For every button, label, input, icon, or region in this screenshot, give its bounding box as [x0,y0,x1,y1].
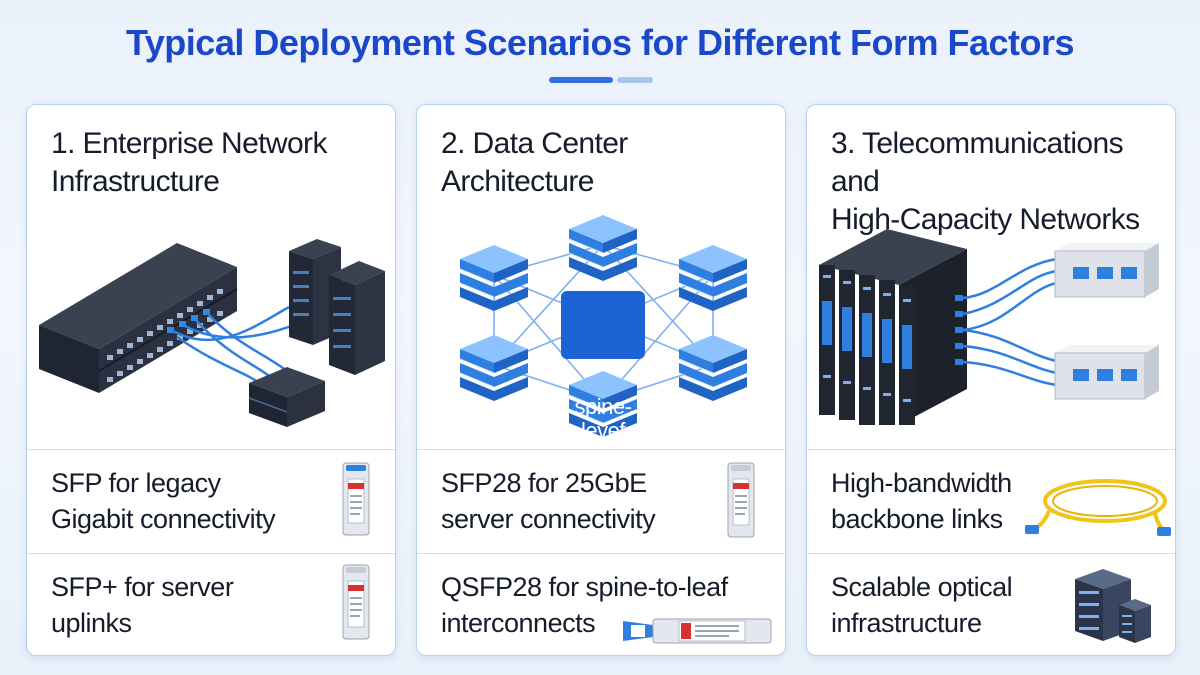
page-title: Typical Deployment Scenarios for Differe… [125,22,1075,63]
sfp-plus-module-icon [339,563,373,648]
qsfp28-module-icon [619,611,779,655]
card-enterprise-network: 1. Enterprise Network Infrastructure [26,104,396,656]
card-heading: 3. Telecommunications and High-Capacity … [831,127,1140,236]
use-case-optical-infrastructure: Scalable optical infrastructure [831,572,1013,638]
switch-and-servers-icon [27,215,395,445]
divider [807,553,1175,554]
card-data-center: 2. Data Center Architecture [416,104,786,656]
fiber-cable-icon [1025,471,1171,546]
card-heading: 2. Data Center Architecture [441,127,628,198]
telecom-rack-icon [807,215,1175,445]
form-factor-use-sfp: SFP for legacy Gigabit connectivity [51,468,276,534]
spine-leaf-topology-icon: spine- levef [417,215,785,445]
server-stack-icon [1069,565,1153,650]
form-factor-use-sfp28: SFP28 for 25GbE server connectivity [441,468,656,534]
sfp28-module-icon [723,461,759,546]
form-factor-use-qsfp28: QSFP28 for spine-to-leaf interconnects [441,572,728,638]
divider [27,449,395,450]
sfp-module-icon [339,461,373,544]
card-heading: 1. Enterprise Network Infrastructure [51,127,327,198]
divider [417,449,785,450]
card-telecommunications: 3. Telecommunications and High-Capacity … [806,104,1176,656]
divider [417,553,785,554]
divider [27,553,395,554]
spine-leaf-label: spine- levef [574,394,632,443]
use-case-backbone-links: High-bandwidth backbone links [831,468,1012,534]
form-factor-use-sfp-plus: SFP+ for server uplinks [51,572,234,638]
title-underline [549,77,653,83]
divider [807,449,1175,450]
